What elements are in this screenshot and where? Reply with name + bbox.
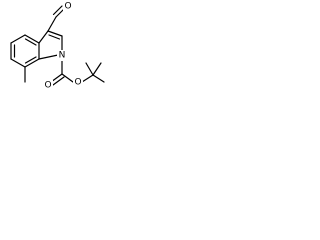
bond-carbonyl-o-double-b bbox=[52, 76, 65, 86]
bond-c7a-c3a bbox=[24, 34, 40, 44]
bond-c3-cho bbox=[47, 16, 57, 32]
benzene-ring bbox=[10, 34, 40, 68]
bond-inner-c7a-c3a bbox=[24, 38, 37, 46]
bond-cho-o-double bbox=[52, 5, 63, 16]
bond-o-tbu bbox=[81, 74, 94, 83]
bond-c3a-c4 bbox=[10, 34, 26, 44]
atom-n: N bbox=[59, 51, 66, 61]
bond-carbonyl-o-ester bbox=[61, 73, 74, 83]
atom-o-ester: O bbox=[74, 78, 81, 88]
bond-tbu-me2 bbox=[92, 62, 102, 76]
bond-c3-c2 bbox=[47, 30, 63, 37]
atom-bg bbox=[57, 50, 67, 61]
pyrrole-ring bbox=[38, 30, 63, 60]
formyl-group bbox=[47, 5, 66, 32]
atom-o-aldehyde: O bbox=[64, 2, 71, 12]
bond-tbu-me1 bbox=[92, 74, 105, 83]
bond-c5-c6 bbox=[10, 58, 26, 68]
bond-tbu-me3 bbox=[85, 62, 94, 76]
atom-bg bbox=[63, 1, 73, 12]
atom-bg bbox=[73, 77, 83, 88]
bond-inner-c3-c2 bbox=[48, 34, 61, 40]
atom-o-carbonyl: O bbox=[44, 81, 51, 91]
bond-n1-c7a bbox=[38, 54, 59, 60]
bond-c6-c7 bbox=[24, 58, 40, 68]
bond-inner-c6-c7 bbox=[24, 56, 37, 64]
atom-bg bbox=[43, 80, 53, 91]
bond-c3a-c3 bbox=[38, 30, 49, 44]
molecule-structure: O N O O bbox=[10, 1, 105, 91]
